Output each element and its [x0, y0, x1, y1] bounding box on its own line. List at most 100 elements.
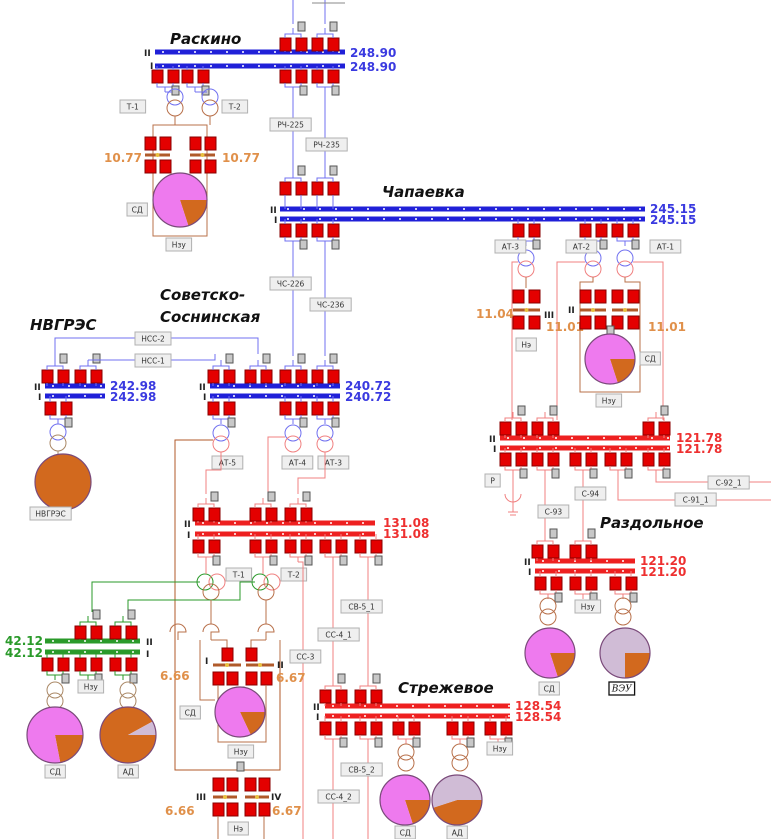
- breaker[interactable]: [151, 69, 164, 84]
- line-label-s94[interactable]: С-94: [582, 490, 600, 499]
- breaker[interactable]: [226, 671, 239, 686]
- breaker[interactable]: [627, 315, 640, 330]
- disconnector[interactable]: [127, 609, 136, 620]
- breaker[interactable]: [627, 289, 640, 304]
- disconnector[interactable]: [262, 353, 271, 364]
- label-nzu-box[interactable]: [574, 599, 602, 614]
- breaker[interactable]: [462, 721, 475, 736]
- line-label-ss42-box[interactable]: [317, 789, 360, 804]
- breaker[interactable]: [260, 671, 273, 686]
- breaker[interactable]: [370, 689, 383, 704]
- label-at4-box[interactable]: [281, 455, 314, 470]
- breaker[interactable]: [515, 421, 528, 436]
- breaker[interactable]: [279, 69, 292, 84]
- breaker[interactable]: [594, 289, 607, 304]
- label-t1-box[interactable]: [225, 567, 253, 582]
- breaker[interactable]: [74, 369, 87, 384]
- disconnector[interactable]: [549, 405, 558, 416]
- disconnector[interactable]: [629, 592, 638, 603]
- label-sd[interactable]: СД: [185, 709, 196, 718]
- label-t1[interactable]: Т-1: [126, 103, 139, 112]
- label-at5-box[interactable]: [211, 455, 244, 470]
- line-label-s91[interactable]: С-91_1: [683, 496, 709, 505]
- label-at1[interactable]: АТ-1: [657, 243, 674, 252]
- breaker[interactable]: [245, 647, 258, 662]
- breaker[interactable]: [611, 223, 624, 238]
- pie-razdolnoe-sd[interactable]: [524, 627, 576, 679]
- breaker[interactable]: [295, 369, 308, 384]
- breaker[interactable]: [370, 539, 383, 554]
- breaker[interactable]: [531, 452, 544, 467]
- transformer-icon[interactable]: [614, 597, 632, 615]
- pie-raskino-sd[interactable]: [152, 172, 208, 228]
- breaker[interactable]: [57, 369, 70, 384]
- breaker[interactable]: [531, 421, 544, 436]
- breaker[interactable]: [569, 544, 582, 559]
- disconnector[interactable]: [660, 405, 669, 416]
- breaker[interactable]: [579, 223, 592, 238]
- breaker[interactable]: [335, 689, 348, 704]
- disconnector[interactable]: [210, 491, 219, 502]
- line-label-s92[interactable]: С-92_1: [716, 479, 742, 488]
- transformer-icon[interactable]: [397, 743, 415, 761]
- disconnector[interactable]: [297, 353, 306, 364]
- breaker[interactable]: [327, 369, 340, 384]
- breaker[interactable]: [311, 37, 324, 52]
- disconnector[interactable]: [551, 468, 560, 479]
- breaker[interactable]: [74, 657, 87, 672]
- disconnector[interactable]: [374, 555, 383, 566]
- breaker[interactable]: [627, 223, 640, 238]
- section-switch[interactable]: [524, 308, 529, 312]
- label-at2-box[interactable]: [565, 239, 598, 254]
- breaker[interactable]: [512, 315, 525, 330]
- transformer-icon[interactable]: [46, 681, 64, 699]
- breaker[interactable]: [279, 181, 292, 196]
- breaker[interactable]: [499, 452, 512, 467]
- breaker[interactable]: [585, 544, 598, 559]
- disconnector[interactable]: [236, 761, 245, 772]
- disconnector[interactable]: [129, 673, 138, 684]
- breaker[interactable]: [512, 289, 525, 304]
- breaker[interactable]: [197, 69, 210, 84]
- pie-chapaevka-sd[interactable]: [584, 333, 636, 385]
- breaker[interactable]: [284, 539, 297, 554]
- line-label-nss1[interactable]: НСС-1: [141, 357, 165, 366]
- breaker[interactable]: [547, 544, 560, 559]
- disconnector[interactable]: [339, 555, 348, 566]
- label-veu[interactable]: ВЭУ: [611, 685, 634, 695]
- breaker[interactable]: [327, 69, 340, 84]
- breaker[interactable]: [295, 69, 308, 84]
- breaker[interactable]: [207, 369, 220, 384]
- breaker[interactable]: [212, 671, 225, 686]
- disconnector[interactable]: [297, 21, 306, 32]
- breaker[interactable]: [144, 159, 157, 174]
- disconnector[interactable]: [329, 353, 338, 364]
- label-ne-box[interactable]: [515, 337, 537, 352]
- breaker[interactable]: [265, 539, 278, 554]
- disconnector[interactable]: [331, 85, 340, 96]
- line-label-s92-box[interactable]: [707, 475, 750, 490]
- section-switch[interactable]: [623, 308, 627, 312]
- breaker[interactable]: [311, 401, 324, 416]
- breaker[interactable]: [569, 452, 582, 467]
- breaker[interactable]: [125, 657, 138, 672]
- breaker[interactable]: [159, 159, 172, 174]
- label-at3-box[interactable]: [317, 455, 350, 470]
- disconnector[interactable]: [64, 417, 73, 428]
- disconnector[interactable]: [599, 239, 608, 250]
- label-t1[interactable]: Т-1: [232, 571, 245, 580]
- disconnector[interactable]: [269, 555, 278, 566]
- breaker[interactable]: [625, 576, 638, 591]
- breaker[interactable]: [408, 721, 421, 736]
- breaker[interactable]: [311, 181, 324, 196]
- disconnector[interactable]: [304, 555, 313, 566]
- label-veu-box[interactable]: [608, 681, 636, 696]
- disconnector[interactable]: [466, 737, 475, 748]
- disconnector[interactable]: [329, 21, 338, 32]
- breaker[interactable]: [279, 401, 292, 416]
- transformer-icon[interactable]: [49, 423, 67, 441]
- section-switch[interactable]: [258, 663, 262, 667]
- disconnector[interactable]: [299, 417, 308, 428]
- breaker[interactable]: [594, 315, 607, 330]
- line-label-ss42[interactable]: СС-4_2: [325, 793, 352, 802]
